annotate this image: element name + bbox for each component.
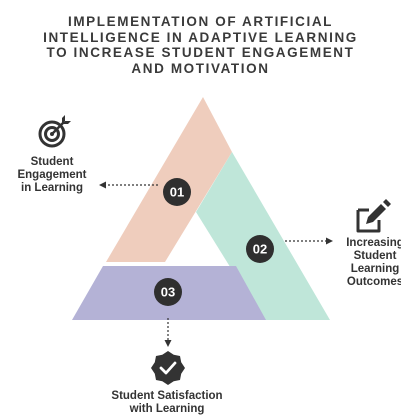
label-line: Student: [353, 250, 397, 262]
label-line: Learning: [350, 263, 400, 275]
badge-03: 03: [154, 278, 182, 306]
label-line: Student Satisfaction: [111, 390, 223, 402]
label-learning-outcomes: Increasing Student Learning Outcomes: [333, 237, 401, 289]
badge-03-number: 03: [161, 285, 175, 300]
diagram-title: IMPLEMENTATION OF ARTIFICIAL INTELLIGENC…: [0, 14, 401, 76]
label-student-engagement: Student Engagement in Learning: [6, 156, 98, 195]
label-line: Engagement: [17, 169, 87, 181]
title-line: IMPLEMENTATION OF ARTIFICIAL: [67, 14, 334, 29]
label-line: Outcomes: [346, 276, 401, 288]
label-line: with Learning: [129, 403, 205, 415]
segment-01-shape: [106, 97, 232, 262]
title-line: TO INCREASE STUDENT ENGAGEMENT: [46, 45, 355, 60]
label-student-satisfaction: Student Satisfaction with Learning: [92, 390, 242, 416]
arrow-to-satisfaction: [164, 318, 172, 347]
label-line: Student: [30, 156, 74, 168]
badge-01-number: 01: [170, 185, 184, 200]
edit-icon: [356, 199, 391, 233]
badge-02-number: 02: [253, 242, 267, 257]
verified-badge-icon: [151, 351, 185, 385]
badge-02: 02: [246, 235, 274, 263]
title-line: AND MOTIVATION: [131, 60, 270, 76]
label-line: Increasing: [346, 237, 401, 249]
title-line: INTELLIGENCE IN ADAPTIVE LEARNING: [43, 29, 358, 45]
arrow-to-engagement: [99, 181, 158, 189]
label-line: in Learning: [21, 182, 83, 194]
badge-01: 01: [163, 178, 191, 206]
arrow-to-outcomes: [285, 237, 333, 245]
target-icon: [38, 115, 71, 148]
